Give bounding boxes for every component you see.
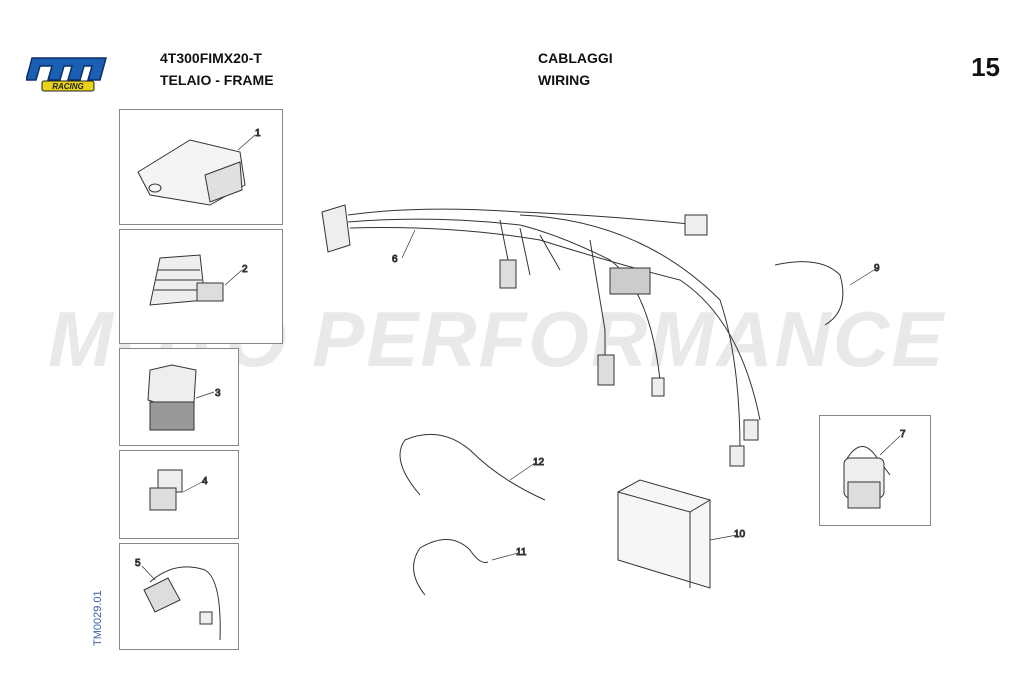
- callout-10: 10: [734, 529, 746, 540]
- callout-11: 11: [516, 547, 527, 558]
- battery-cable-11[interactable]: [413, 539, 489, 596]
- ignition-coil-part[interactable]: [143, 566, 221, 641]
- wiring-harness-part[interactable]: [321, 204, 761, 467]
- ecu-part[interactable]: [137, 139, 246, 206]
- callout-7: 7: [900, 429, 906, 440]
- logo-subtext: RACING: [52, 82, 84, 91]
- callout-5: 5: [135, 558, 141, 569]
- logo-graphic: RACING: [26, 57, 107, 92]
- callout-9: 9: [874, 263, 880, 274]
- connector-part[interactable]: [149, 469, 183, 511]
- callout-1: 1: [255, 128, 261, 139]
- drawing-code: TM0029.01: [92, 590, 104, 646]
- callout-2: 2: [242, 264, 248, 275]
- battery-cable-12[interactable]: [399, 433, 546, 501]
- starter-relay-part[interactable]: [147, 364, 197, 431]
- callout-4: 4: [202, 476, 208, 487]
- sensor-part[interactable]: [843, 446, 891, 509]
- tm-racing-logo: RACING: [26, 52, 110, 92]
- model-code: 4T300FIMX20-T: [160, 50, 262, 66]
- callout-6: 6: [392, 254, 398, 265]
- group-title: TELAIO - FRAME: [160, 72, 274, 88]
- section-title-en: WIRING: [538, 72, 591, 88]
- battery-part[interactable]: [617, 479, 711, 589]
- ground-cable-part[interactable]: [774, 261, 844, 326]
- part-box-5[interactable]: [119, 543, 239, 650]
- part-box-4[interactable]: [119, 450, 239, 539]
- regulator-part[interactable]: [149, 254, 224, 306]
- callout-3: 3: [215, 388, 221, 399]
- section-title-it: CABLAGGI: [538, 50, 613, 66]
- page-number: 15: [971, 52, 1000, 82]
- callout-12: 12: [533, 457, 545, 468]
